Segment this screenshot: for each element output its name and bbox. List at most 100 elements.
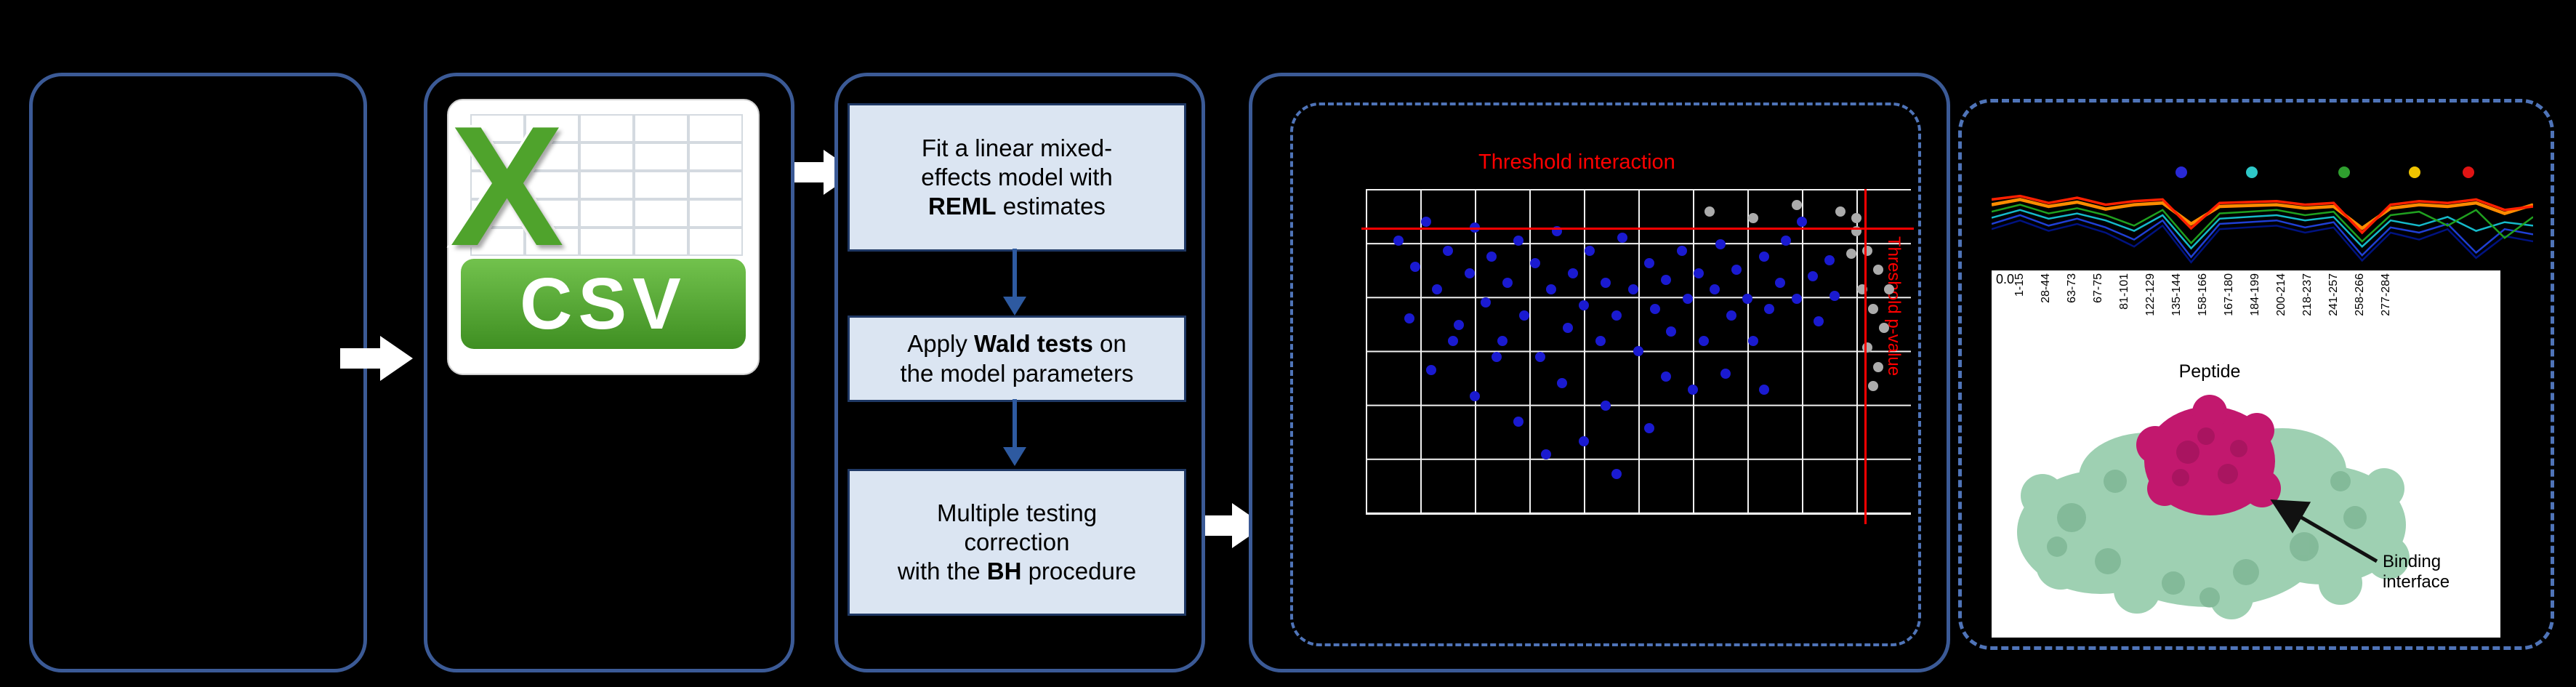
scatter-point-blue [1649, 303, 1660, 314]
scatter-point-blue [1726, 310, 1736, 321]
scatter-point-blue [1426, 365, 1436, 376]
grid-cell [524, 228, 579, 257]
scatter-point-gray [1873, 361, 1883, 372]
scatter-point-blue [1546, 284, 1556, 294]
scatter-point-gray [1747, 213, 1758, 224]
step-text: with the BH procedure [897, 558, 1137, 585]
grid-cell [688, 171, 743, 200]
peptide-tick: 81-101 [2118, 273, 2130, 310]
scatter-point-blue [1824, 254, 1835, 265]
scatter-point-blue [1601, 278, 1611, 289]
scatter-point-gray [1862, 342, 1872, 353]
scatter-point-blue [1513, 236, 1524, 246]
grid-cell [633, 113, 688, 142]
step-text: correction [964, 528, 1070, 555]
scatter-point-gray [1867, 303, 1878, 314]
scatter-point-blue [1688, 384, 1698, 395]
csv-page: X CSV [447, 88, 760, 375]
scatter-point-blue [1699, 336, 1709, 347]
scatter-point-blue [1666, 326, 1676, 337]
scatter-point-blue [1731, 265, 1742, 276]
profile-line-red [1992, 196, 2533, 233]
grid-cell [579, 113, 634, 142]
scatter-point-gray [1851, 213, 1861, 224]
scatter-point-blue [1617, 232, 1627, 243]
spreadsheet-grid [470, 113, 743, 257]
panel-csv-input: X CSV [424, 73, 794, 672]
peptide-tick: 258-266 [2354, 273, 2366, 316]
scatter-point-blue [1644, 258, 1654, 269]
scatter-point-blue [1764, 303, 1774, 314]
grid-cell [524, 113, 579, 142]
step-text: Multiple testing [936, 499, 1098, 526]
peptide-tick: 122-129 [2144, 273, 2157, 316]
step-text: Fit a linear mixed- [921, 134, 1113, 161]
grid-cell [579, 142, 634, 171]
scatter-point-blue [1448, 336, 1458, 347]
panel-statistical-workflow: Fit a linear mixed- effects model with R… [834, 73, 1205, 672]
peptide-tick: 167-180 [2223, 273, 2235, 316]
scatter-point-gray [1873, 265, 1883, 276]
scatter-point-blue [1529, 258, 1540, 269]
grid-cell [470, 113, 525, 142]
scatter-point-blue [1404, 313, 1414, 324]
scatter-point-blue [1627, 284, 1638, 294]
scatter-point-blue [1633, 345, 1643, 356]
scatter-point-blue [1660, 371, 1671, 382]
binding-interface-region [2136, 395, 2281, 515]
scatter-point-gray [1878, 323, 1889, 334]
scatter-point-blue [1535, 352, 1545, 363]
grid-cell [524, 142, 579, 171]
scatter-point-blue [1464, 268, 1475, 278]
scatter-point-blue [1513, 417, 1524, 427]
y-axis-tick: 0.0 [1996, 272, 2015, 286]
scatter-point-blue [1518, 310, 1529, 321]
peptide-tick: 184-199 [2249, 273, 2261, 316]
scatter-point-blue [1780, 236, 1791, 246]
step-wald-tests: Apply Wald tests on the model parameters [848, 316, 1186, 402]
scatter-point-blue [1502, 278, 1513, 289]
scatter-point-blue [1595, 336, 1606, 347]
peptide-tick: 277-284 [2380, 273, 2392, 316]
peptide-tick: 67-75 [2092, 273, 2104, 303]
peptide-tick: 63-73 [2066, 273, 2078, 303]
grid-cell [470, 142, 525, 171]
scatter-point-gray [1846, 249, 1856, 259]
scatter-point-blue [1644, 423, 1654, 434]
step-fit-model: Fit a linear mixed- effects model with R… [848, 103, 1186, 252]
scatter-point-blue [1693, 268, 1704, 278]
scatter-point-blue [1682, 294, 1693, 305]
scatter-point-blue [1813, 316, 1824, 327]
profile-line-navy [1992, 220, 2533, 262]
scatter-point-blue [1758, 252, 1769, 262]
grid-cell [688, 199, 743, 228]
excel-x-logo: X [448, 88, 567, 284]
grid-cell [524, 171, 579, 200]
grid-cell [579, 228, 634, 257]
scatter-point-blue [1601, 401, 1611, 411]
step-multiple-testing: Multiple testing correction with the BH … [848, 469, 1186, 616]
scatter-point-blue [1481, 297, 1491, 308]
peptide-profile-chart [1992, 180, 2533, 268]
scatter-point-blue [1540, 449, 1551, 459]
legend-dot [2463, 166, 2475, 178]
grid-cell [688, 113, 743, 142]
grid-cell [688, 142, 743, 171]
panel-input [29, 73, 367, 672]
scatter-point-blue [1747, 336, 1758, 347]
scatter-point-blue [1557, 378, 1567, 388]
scatter-point-gray [1867, 381, 1878, 392]
scatter-point-blue [1453, 319, 1464, 330]
scatter-point-blue [1611, 310, 1622, 321]
peptide-tick: 241-257 [2327, 273, 2340, 316]
csv-banner-label: CSV [461, 259, 746, 350]
x-axis-label: Peptide [2178, 361, 2241, 382]
scatter-point-blue [1420, 216, 1431, 227]
scatter-plot [1361, 189, 1914, 524]
threshold-pvalue-label: Threshold p-value [1884, 236, 1904, 377]
scatter-point-blue [1791, 294, 1802, 305]
scatter-point-blue [1611, 468, 1622, 479]
